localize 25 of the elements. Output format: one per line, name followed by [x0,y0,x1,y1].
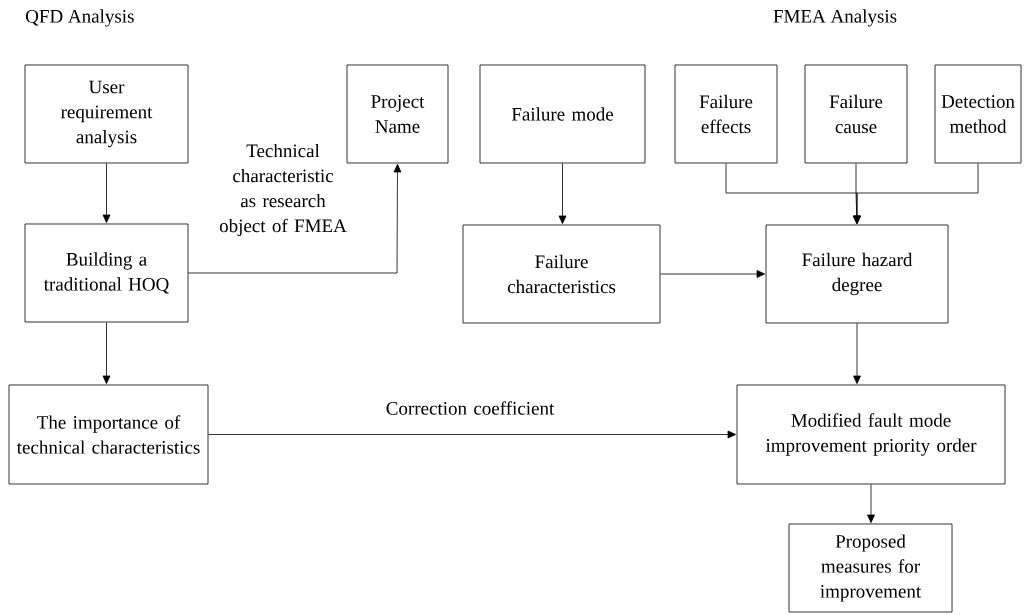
process-box: Failure cause [804,64,908,164]
arrow [102,322,111,384]
process-box: Modified fault mode improvement priority order [736,384,1006,485]
arrow [867,484,875,523]
process-box: Failure characteristics [462,224,661,324]
section-heading: QFD Analysis [26,9,134,27]
arrow [853,323,861,384]
arrow [558,163,567,224]
section-heading: FMEA Analysis [773,9,897,27]
arrow [853,163,979,224]
process-box: The importance of technical characteristics [8,384,209,485]
process-box: Failure mode [479,64,646,164]
arrow [102,163,111,223]
edge-label: Correction coefficient [386,401,555,415]
arrow [660,270,766,278]
process-box: Project Name [346,64,449,164]
process-box: Failure hazard degree [765,224,949,324]
process-box: Failure effects [674,64,778,164]
process-box: Proposed measures for improvement [788,523,953,613]
process-box: Detection method [934,64,1022,164]
process-box: Building a traditional HOQ [24,223,189,323]
arrow [208,430,737,439]
arrow [188,164,402,274]
process-box: User requirement analysis [24,64,189,164]
edge-label: Technical characteristic as research object of FMEA [219,143,347,237]
